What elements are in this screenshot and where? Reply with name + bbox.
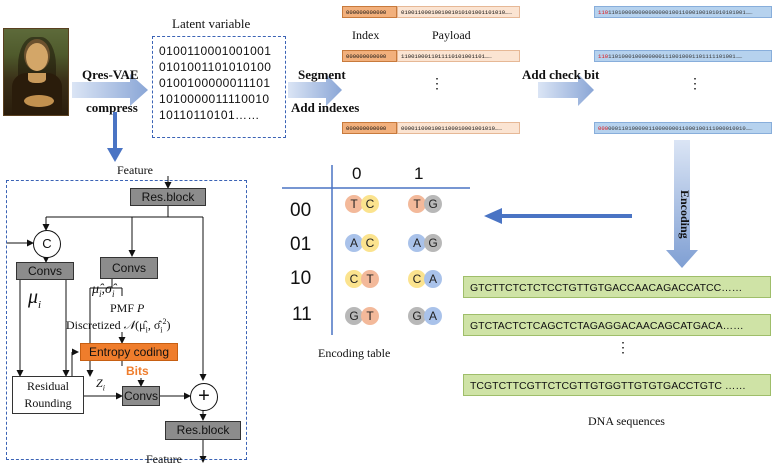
bits-label: Bits — [126, 364, 149, 378]
encoding-label: Encoding — [678, 190, 692, 239]
mu-sigma-hat-symbols: μ̂i,σ̂i — [92, 282, 115, 299]
table-col-header-0: 0 — [352, 164, 362, 183]
add-indexes-label: Add indexes — [291, 100, 360, 115]
mu-symbol: μi — [28, 286, 42, 311]
nucleotide-C: C — [408, 270, 426, 288]
feature-in-label: Feature — [117, 163, 153, 177]
entropy-coding-block: Entropy coding — [80, 343, 178, 361]
vertical-ellipsis: ⋮ — [430, 77, 444, 92]
vertical-ellipsis: ⋮ — [688, 77, 702, 92]
dna-sequences-caption: DNA sequences — [588, 414, 665, 428]
qres-vae-architecture-panel — [6, 180, 247, 460]
nucleotide-A: A — [424, 307, 442, 325]
dna-sequence-row: GTCTTCTCTCTCCTGTTGTGACCAACAGACCATCC…… — [463, 276, 771, 298]
residual-rounding-line1: Residual — [27, 379, 69, 393]
check-bit-row: 1101101000100000000111001000110111110100… — [594, 50, 772, 62]
nucleotide-A: A — [345, 234, 363, 252]
nucleotide-T: T — [345, 195, 363, 213]
pipeline-arrow-encoding — [666, 140, 698, 268]
compress-label: compress — [86, 100, 138, 115]
payload-field: 0000110001001100010001001010…… — [397, 122, 520, 134]
vertical-ellipsis: ⋮ — [616, 341, 630, 356]
nucleotide-T: T — [361, 307, 379, 325]
payload-field: 0100110001001001010101001101010…… — [397, 6, 520, 18]
latent-bits-line: 0100110001001001 — [159, 44, 272, 58]
dna-sequence-row: GTCTACTCTCAGCTCTAGAGGACAACAGCATGACA…… — [463, 314, 771, 336]
payload-caption: Payload — [432, 28, 471, 42]
convs-bottom-block: Convs — [122, 386, 160, 406]
residual-rounding-block: Residual Rounding — [12, 376, 84, 414]
convs-left-block: Convs — [16, 262, 74, 280]
pmf-label: PMF P — [110, 301, 145, 315]
check-bit-row: 0000001101000001100000001100010011100001… — [594, 122, 772, 134]
table-row-bits: 00 — [290, 200, 312, 221]
index-field: 000000000000 — [342, 122, 397, 134]
check-bit-row: 1101101000000000000001001100010010101010… — [594, 6, 772, 18]
index-field: 000000000000 — [342, 50, 397, 62]
table-row-bits: 01 — [290, 234, 312, 255]
nucleotide-T: T — [361, 270, 379, 288]
concat-node: C — [33, 230, 61, 258]
nucleotide-C: C — [345, 270, 363, 288]
dna-sequence-row: TCGTCTTCGTTCTCGTTGTGGTTGTGTGACCTGTC …… — [463, 374, 771, 396]
discretized-distribution: Discretized 𝒩(μ̂i, σ̂i2) — [66, 317, 171, 335]
qres-vae-label: Qres-VAE — [82, 67, 139, 82]
nucleotide-G: G — [408, 307, 426, 325]
add-node: + — [190, 383, 218, 411]
nucleotide-A: A — [424, 270, 442, 288]
table-row-bits: 10 — [290, 268, 312, 289]
latent-variable-title: Latent variable — [172, 16, 251, 31]
res-block-top: Res.block — [130, 188, 206, 206]
latent-bits-line: 10110110101…… — [159, 108, 260, 122]
res-block-bottom: Res.block — [165, 421, 241, 440]
nucleotide-G: G — [345, 307, 363, 325]
feature-out-label: Feature — [146, 452, 182, 466]
nucleotide-T: T — [408, 195, 426, 213]
residual-rounding-line2: Rounding — [24, 396, 72, 410]
convs-mid-block: Convs — [100, 257, 158, 279]
arrow-down-to-feature — [107, 112, 123, 162]
latent-bits-line: 1010000011110010 — [159, 92, 270, 106]
pipeline-arrow-compress — [72, 74, 148, 106]
index-field: 000000000000 — [342, 6, 397, 18]
index-caption: Index — [352, 28, 380, 42]
table-row-bits: 11 — [292, 304, 312, 325]
pipeline-arrow-segment — [288, 74, 342, 106]
nucleotide-A: A — [408, 234, 426, 252]
encoding-table-caption: Encoding table — [318, 346, 391, 360]
add-check-bit-label: Add check bit — [522, 67, 600, 82]
segment-label: Segment — [298, 67, 346, 82]
nucleotide-G: G — [424, 234, 442, 252]
latent-bits-line: 0101001101010100 — [159, 60, 272, 74]
latent-bits-line: 0100100000011101 — [159, 76, 271, 90]
pipeline-arrow-check-bit — [538, 74, 594, 106]
latent-variable-box: 0100110001001001 0101001101010100 010010… — [152, 36, 286, 138]
z-symbol: Zi — [96, 376, 105, 393]
nucleotide-C: C — [361, 234, 379, 252]
nucleotide-G: G — [424, 195, 442, 213]
payload-field: 1100100011011110101001101…… — [397, 50, 520, 62]
mona-lisa-image — [3, 28, 69, 116]
arrow-left-to-table — [484, 208, 632, 224]
nucleotide-C: C — [361, 195, 379, 213]
table-col-header-1: 1 — [414, 164, 424, 183]
